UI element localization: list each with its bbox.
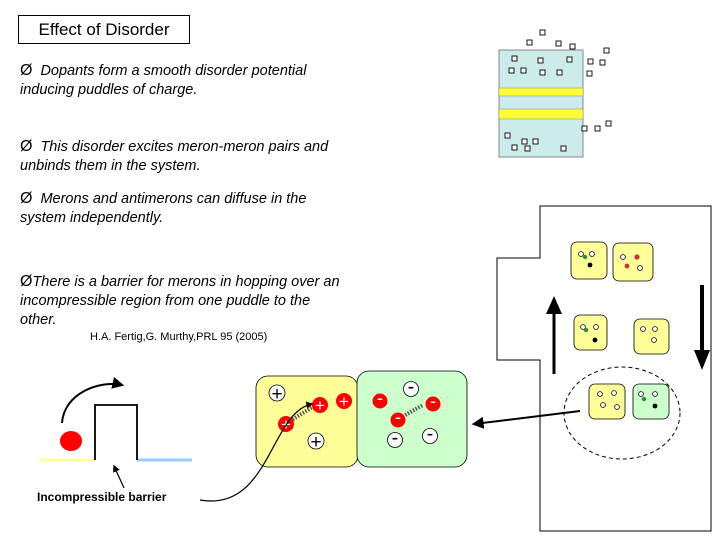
caption-link-arrow [199, 401, 314, 502]
bullet-text: incompressible region from one puddle to… [20, 293, 311, 309]
bullet-dopants: Ø Dopants form a smooth disorder potentia… [20, 61, 400, 100]
zoom-arrow [471, 410, 581, 429]
meron-plus-red: + [336, 392, 352, 411]
bullet-diffuse: Ø Merons and antimerons can diffuse in th… [20, 189, 400, 228]
bullet-text: Dopants form a smooth disorder potential [40, 63, 307, 79]
bullet-arrow-icon: Ø [20, 273, 33, 290]
bullet-text: unbinds them in the system. [20, 158, 201, 174]
bullet-arrow-icon: Ø [20, 138, 33, 155]
svg-text:-: - [395, 407, 401, 427]
bullet-text: There is a barrier for merons in hopping… [32, 274, 340, 290]
antimeron-open: - [403, 376, 419, 398]
slide-title: Effect of Disorder [18, 15, 190, 44]
bullet-barrier: ØThere is a barrier for merons in hoppin… [20, 272, 400, 330]
bullet-arrow-icon: Ø [20, 190, 33, 207]
antimeron-red: - [425, 391, 441, 412]
bullet-meron-pairs: Ø This disorder excites meron-meron pairs… [20, 137, 400, 176]
puddle-middle-right [633, 318, 670, 355]
puddle-top-left [570, 241, 608, 280]
svg-text:+: + [315, 396, 325, 415]
barrier-wall [94, 404, 138, 460]
svg-text:-: - [392, 427, 399, 449]
barrier-sketch [40, 377, 314, 502]
antimeron-red: - [390, 407, 406, 428]
stripe-panel-background [498, 49, 584, 158]
antimeron-open: - [422, 423, 438, 445]
antimeron-red: - [372, 388, 388, 409]
bullet-text: other. [20, 312, 57, 328]
puddle-lower-left [588, 383, 626, 420]
barrier-caption: Incompressible barrier [37, 490, 167, 504]
puddle-middle-left [573, 314, 608, 351]
meron-plus-open: + [307, 432, 325, 453]
hop-arrow [61, 377, 125, 424]
svg-text:-: - [430, 391, 436, 411]
bullet-text: Merons and antimerons can diffuse in the [40, 191, 307, 207]
puddle-top-right [612, 242, 654, 282]
bullet-text: inducing puddles of charge. [20, 82, 198, 98]
svg-text:+: + [339, 392, 349, 411]
svg-text:-: - [427, 423, 434, 445]
bullet-text: system independently. [20, 210, 164, 226]
svg-text:-: - [377, 388, 383, 408]
caption-pointer [113, 464, 125, 489]
down-arrow [694, 285, 710, 370]
citation: H.A. Fertig,G. Murthy,PRL 95 (2005) [90, 331, 268, 343]
antimeron-open: - [387, 427, 403, 449]
yellow-stripe [498, 108, 584, 120]
yellow-stripe [498, 87, 584, 97]
svg-text:+: + [310, 432, 321, 453]
bullet-arrow-icon: Ø [20, 62, 33, 79]
meron-charge [60, 431, 82, 451]
svg-text:+: + [271, 384, 282, 405]
svg-text:-: - [408, 376, 415, 398]
skyrmion-dots [504, 29, 612, 152]
meron-plus-red: + [312, 396, 328, 415]
bullet-text: This disorder excites meron-meron pairs … [40, 139, 329, 155]
stripe-panel [498, 29, 612, 158]
up-arrow [546, 296, 562, 374]
meron-plus-open: + [268, 384, 286, 405]
puddle-lower-right [632, 383, 670, 420]
slide-title-text: Effect of Disorder [38, 19, 170, 39]
